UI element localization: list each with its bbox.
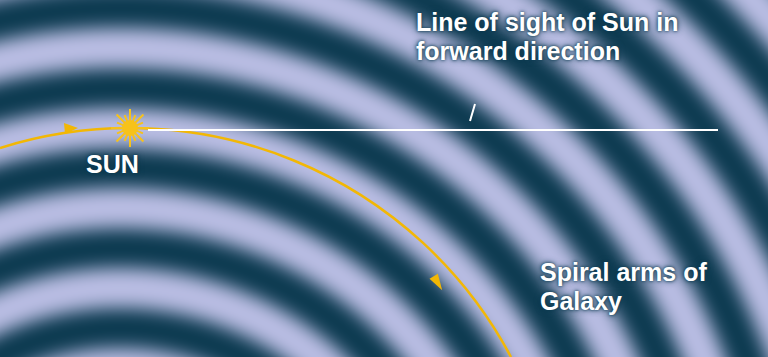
sun-ray <box>125 134 128 140</box>
orbit-arrowhead <box>64 123 78 134</box>
sun-ray <box>129 109 131 121</box>
sun-ray <box>111 127 123 129</box>
line-of-sight <box>148 129 718 131</box>
leader-line <box>470 104 475 121</box>
region-label: Spiral arms of Galaxy <box>540 258 760 316</box>
sun-ray <box>136 123 142 126</box>
arm-band <box>0 0 752 357</box>
sun-ray <box>135 133 143 141</box>
sun-ray <box>125 115 128 121</box>
sun-symbol <box>111 109 149 147</box>
sun-ray <box>117 123 123 126</box>
orbit-arrowhead <box>429 273 442 291</box>
sun-ray <box>117 133 125 141</box>
sun-ray <box>133 134 136 140</box>
sun-ray <box>133 115 136 121</box>
arm-band <box>0 128 592 357</box>
sun-ray <box>129 135 131 147</box>
sun-ray <box>136 131 142 134</box>
annotation-label: Line of sight of Sun in forward directio… <box>416 8 764 66</box>
solar-orbit <box>0 128 511 357</box>
sun-ray <box>117 115 125 123</box>
sun-ray <box>117 131 123 134</box>
sun-ray <box>137 127 149 129</box>
sun-ray <box>135 115 143 123</box>
sun-label: SUN <box>86 150 176 179</box>
